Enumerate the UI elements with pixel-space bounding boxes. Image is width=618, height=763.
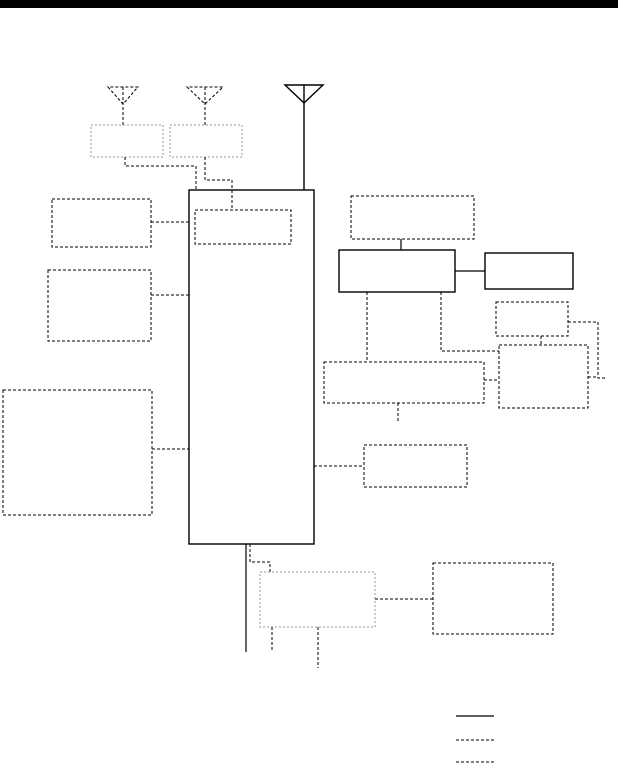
main-processor-block bbox=[188, 189, 315, 545]
left-block-1 bbox=[51, 198, 152, 248]
legend bbox=[456, 715, 494, 763]
connector-controller-lower bbox=[440, 292, 499, 352]
connector-ant2 bbox=[204, 157, 233, 210]
right-lower-block bbox=[498, 344, 589, 409]
antenna-3-icon bbox=[283, 84, 325, 190]
antenna-1-icon bbox=[106, 86, 140, 125]
antenna-2-icon bbox=[185, 86, 225, 125]
connector-bottom-gray bbox=[249, 544, 271, 572]
right-top-block bbox=[350, 195, 475, 240]
left-block-2 bbox=[47, 269, 152, 342]
right-controller-block bbox=[338, 249, 456, 293]
right-small-block bbox=[495, 301, 569, 337]
right-wide-block bbox=[323, 361, 485, 404]
connector-ant1 bbox=[124, 157, 197, 190]
left-block-3 bbox=[2, 389, 153, 516]
connector-small-right bbox=[568, 321, 606, 379]
bottom-right-block bbox=[432, 562, 554, 635]
top-bar bbox=[0, 0, 618, 8]
antenna-1-block bbox=[90, 124, 164, 158]
antenna-2-block bbox=[169, 124, 243, 158]
bottom-center-block bbox=[259, 571, 376, 628]
main-inner-block bbox=[194, 209, 292, 245]
right-side-block bbox=[484, 252, 574, 290]
right-middle-block bbox=[363, 444, 468, 488]
